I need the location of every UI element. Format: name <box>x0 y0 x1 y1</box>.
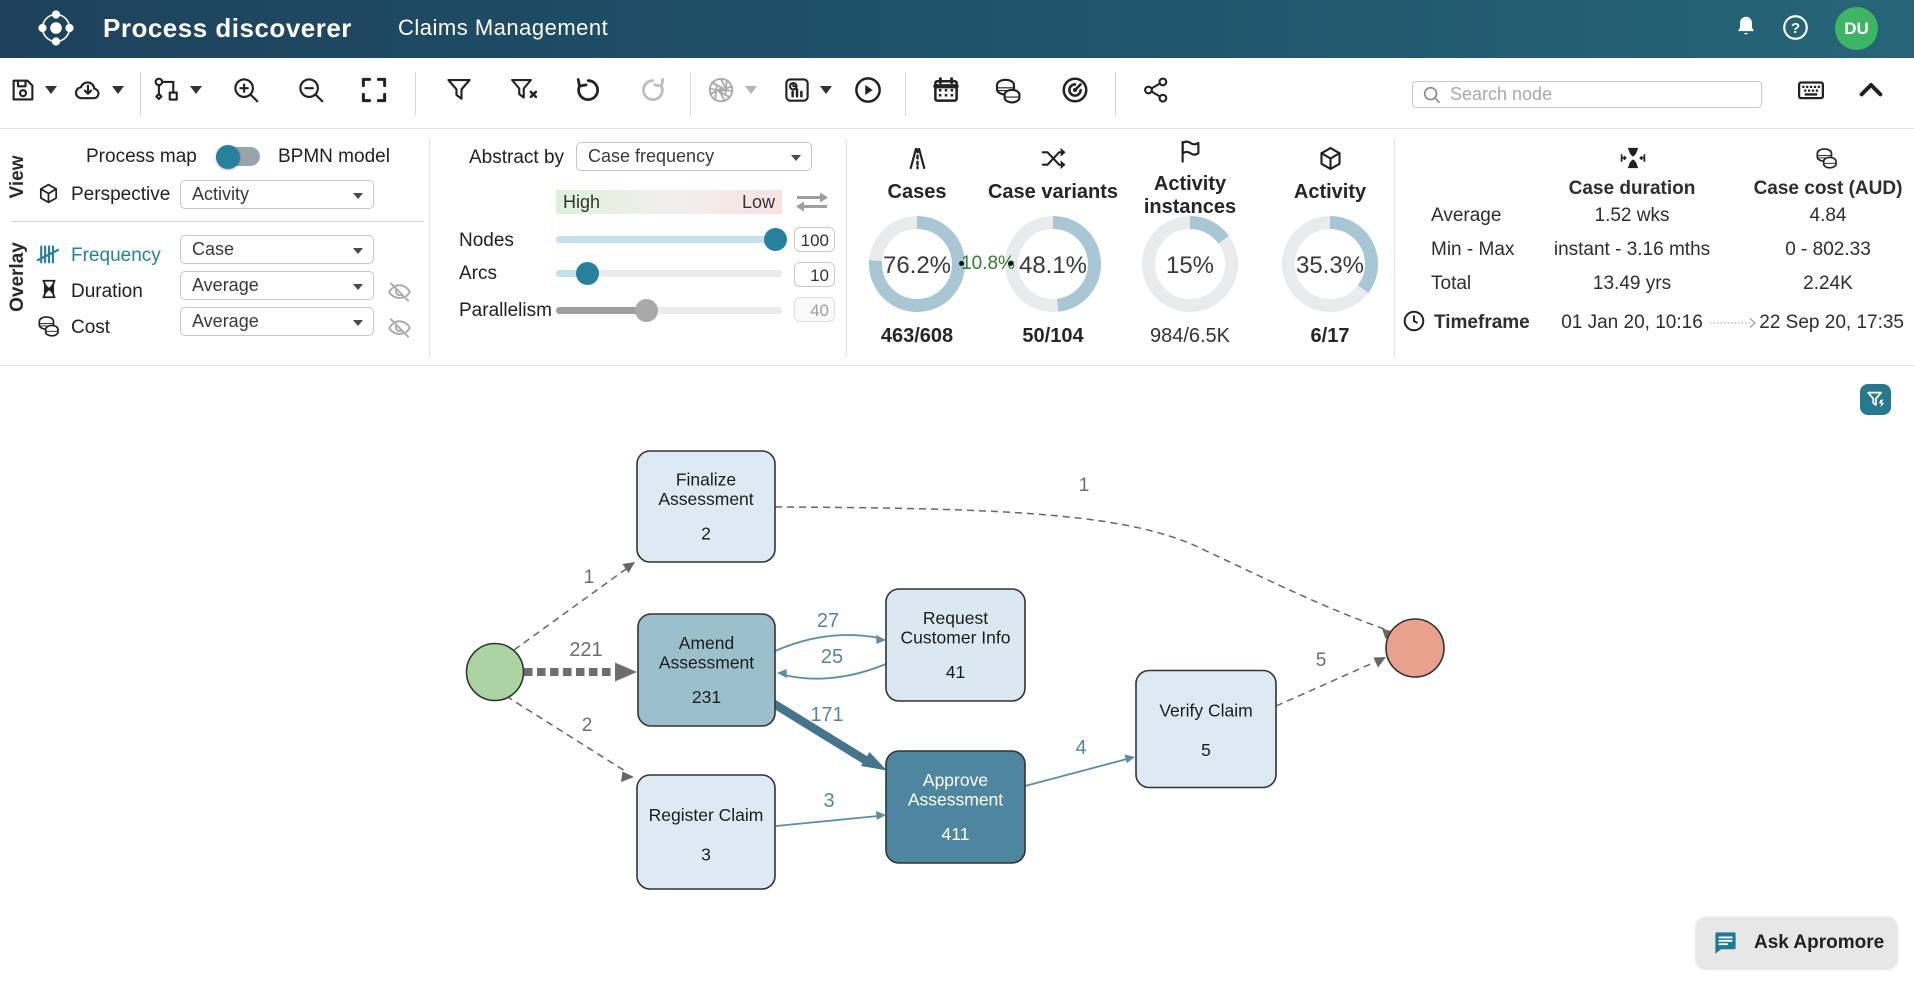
svg-text:41: 41 <box>946 662 965 682</box>
svg-text:Amend: Amend <box>679 633 734 653</box>
svg-text:2: 2 <box>701 524 711 544</box>
svg-text:Assessment: Assessment <box>659 653 754 673</box>
svg-text:Verify Claim: Verify Claim <box>1159 701 1252 721</box>
svg-text:171: 171 <box>810 704 843 726</box>
svg-text:3: 3 <box>823 790 834 812</box>
svg-text:?: ? <box>1791 20 1800 37</box>
svg-text:5: 5 <box>1201 740 1211 760</box>
svg-text:Finalize: Finalize <box>676 470 736 490</box>
svg-text:1: 1 <box>1079 475 1090 496</box>
svg-text:Customer Info: Customer Info <box>901 628 1011 648</box>
svg-text:5: 5 <box>1316 650 1327 671</box>
svg-text:1: 1 <box>584 567 595 588</box>
svg-text:2: 2 <box>582 715 593 736</box>
svg-text:Request: Request <box>923 608 988 628</box>
svg-text:221: 221 <box>569 639 602 661</box>
svg-text:25: 25 <box>821 646 843 668</box>
svg-text:27: 27 <box>817 610 839 632</box>
svg-text:Assessment: Assessment <box>658 489 753 509</box>
svg-text:Assessment: Assessment <box>908 790 1003 810</box>
svg-text:4: 4 <box>1075 737 1086 759</box>
svg-text:Approve: Approve <box>923 770 988 790</box>
svg-text:231: 231 <box>692 687 721 707</box>
svg-text:411: 411 <box>942 824 970 844</box>
svg-text:3: 3 <box>701 845 711 865</box>
svg-text:Register Claim: Register Claim <box>649 805 764 825</box>
